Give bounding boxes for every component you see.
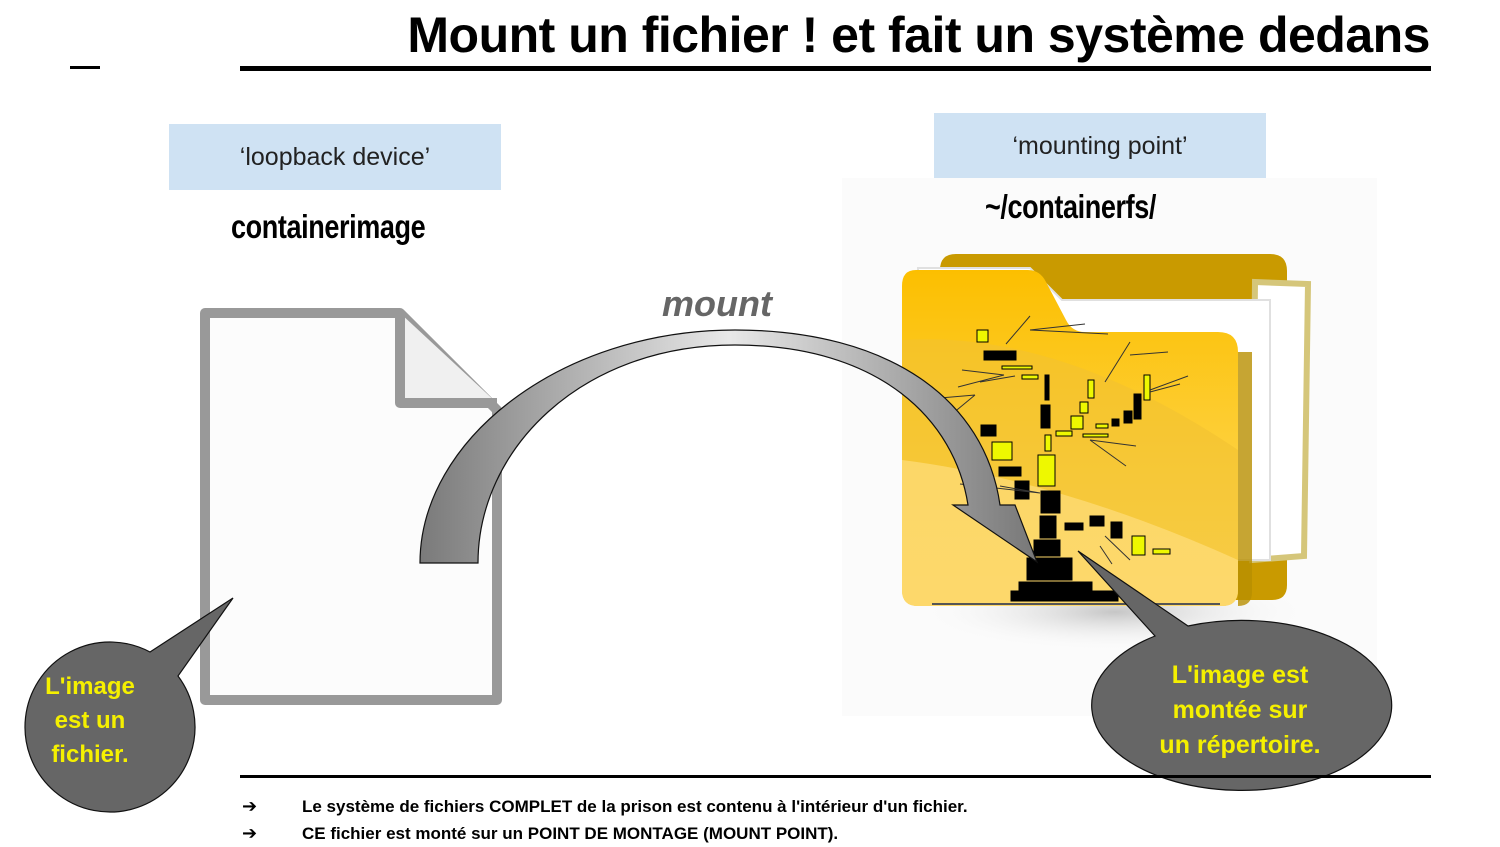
curved-arrow-icon bbox=[419, 329, 1039, 564]
arrow-bullet-icon: ➔ bbox=[242, 796, 258, 816]
corner-dash bbox=[70, 66, 100, 69]
mounting-point-label: ‘mounting point’ bbox=[934, 113, 1266, 179]
bubble-left bbox=[24, 597, 234, 813]
bubble-left-line: est un bbox=[54, 707, 126, 734]
bubble-right-line: L'image est bbox=[1171, 661, 1309, 689]
bullet-text: Le système de fichiers COMPLET de la pri… bbox=[302, 796, 968, 816]
bubble-left-line: L'image bbox=[45, 673, 135, 700]
arrow-bullet-icon: ➔ bbox=[242, 823, 258, 843]
bubble-right-line: un répertoire. bbox=[1159, 731, 1321, 759]
bubble-right-line: montée sur bbox=[1172, 696, 1308, 724]
bubble-right bbox=[1077, 550, 1393, 791]
bubble-left-text: L'image est un fichier. bbox=[28, 670, 152, 772]
bullet-text: CE fichier est monté sur un POINT DE MON… bbox=[302, 823, 839, 843]
loopback-label: ‘loopback device’ bbox=[169, 124, 501, 190]
bubble-right-text: L'image est montée sur un répertoire. bbox=[1132, 658, 1348, 763]
slide-title: Mount un fichier ! et fait un système de… bbox=[407, 7, 1430, 63]
mount-dir-name: ~/containerfs/ bbox=[985, 188, 1156, 225]
bullet-item: ➔ CE fichier est monté sur un POINT DE M… bbox=[242, 820, 1422, 847]
mount-arrow-label: mount bbox=[662, 283, 772, 324]
image-file-name: containerimage bbox=[231, 208, 426, 245]
tree-chart-icon bbox=[939, 315, 1189, 602]
bubble-left-line: fichier. bbox=[51, 741, 129, 768]
bottom-divider bbox=[240, 775, 1431, 778]
bullet-item: ➔ Le système de fichiers COMPLET de la p… bbox=[242, 793, 1422, 820]
title-underline bbox=[240, 66, 1431, 71]
bullet-list: ➔ Le système de fichiers COMPLET de la p… bbox=[242, 793, 1422, 847]
